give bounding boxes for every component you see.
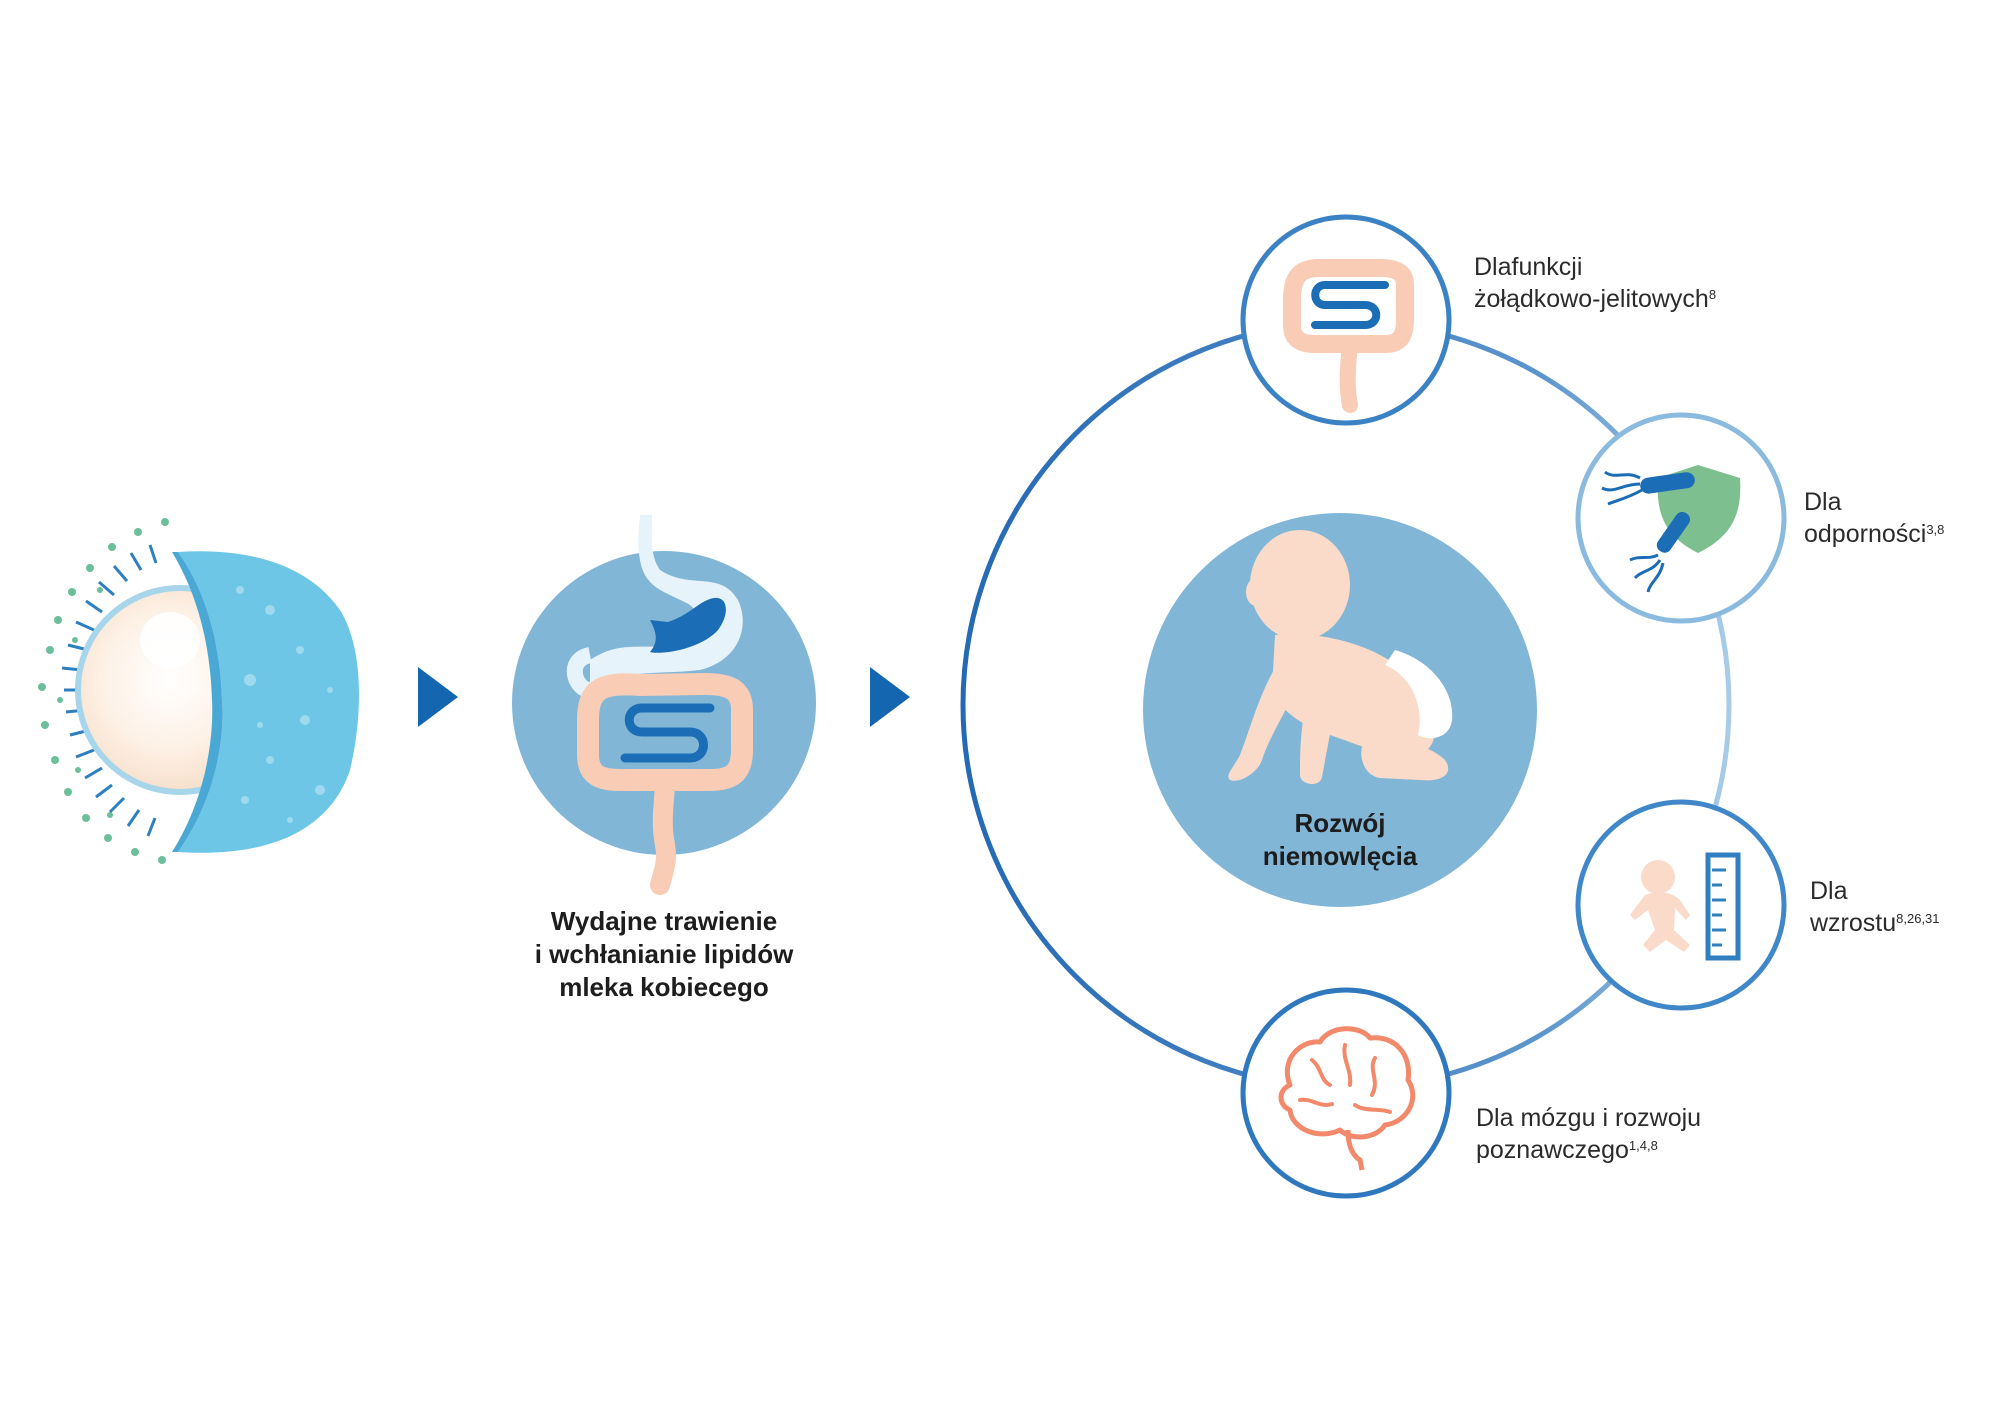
benefit-label-text: odporności [1804,520,1927,548]
reference-superscript: 1,4,8 [1628,1138,1658,1153]
digestive-system-icon [512,515,816,895]
brain-icon [1240,987,1452,1199]
digestion-label-line: Wydajne trawienie [550,906,778,936]
development-label-line: niemowlęcia [1262,841,1418,871]
benefit-label-text: poznawczego [1476,1136,1629,1164]
benefit-label-growth: Dla wzrostu8,26,31 [1810,875,1940,939]
benefit-label-text: wzrostu [1810,909,1897,937]
benefit-label-line: żołądkowo-jelitowych8 [1474,283,1716,315]
benefit-label-line: Dlafunkcji [1474,253,1583,281]
benefit-label-line: Dla mózgu i rozwoju [1476,1104,1702,1132]
digestion-label-line: i wchłanianie lipidów [534,939,794,969]
reference-superscript: 3,8 [1926,522,1945,537]
shield-bacteria-icon [1575,412,1787,624]
benefit-label-line: odporności3,8 [1804,518,1944,550]
benefit-label-line: wzrostu8,26,31 [1810,907,1940,939]
benefit-label-gi: Dlafunkcji żołądkowo-jelitowych8 [1474,251,1716,315]
reference-superscript: 8 [1708,287,1717,302]
milk-fat-globule-icon [38,518,360,864]
arrow-right-icon [870,667,910,727]
benefit-label-immunity: Dla odporności3,8 [1804,486,1944,550]
arrow-right-icon [418,667,458,727]
benefit-label-brain: Dla mózgu i rozwoju poznawczego1,4,8 [1476,1102,1701,1166]
reference-superscript: 8,26,31 [1896,911,1940,926]
development-label-line: Rozwój [1294,808,1386,838]
baby-ruler-icon [1575,799,1787,1011]
digestion-label: Wydajne trawienie i wchłanianie lipidów … [494,905,834,1004]
benefit-label-text: żołądkowo-jelitowych [1474,285,1709,313]
crawling-baby-icon [1143,513,1537,907]
digestion-label-line: mleka kobiecego [559,972,769,1002]
benefit-label-line: Dla [1810,877,1848,905]
development-label: Rozwój niemowlęcia [1220,807,1460,873]
benefit-label-line: poznawczego1,4,8 [1476,1134,1701,1166]
benefit-label-line: Dla [1804,488,1842,516]
intestine-icon [1240,214,1452,426]
